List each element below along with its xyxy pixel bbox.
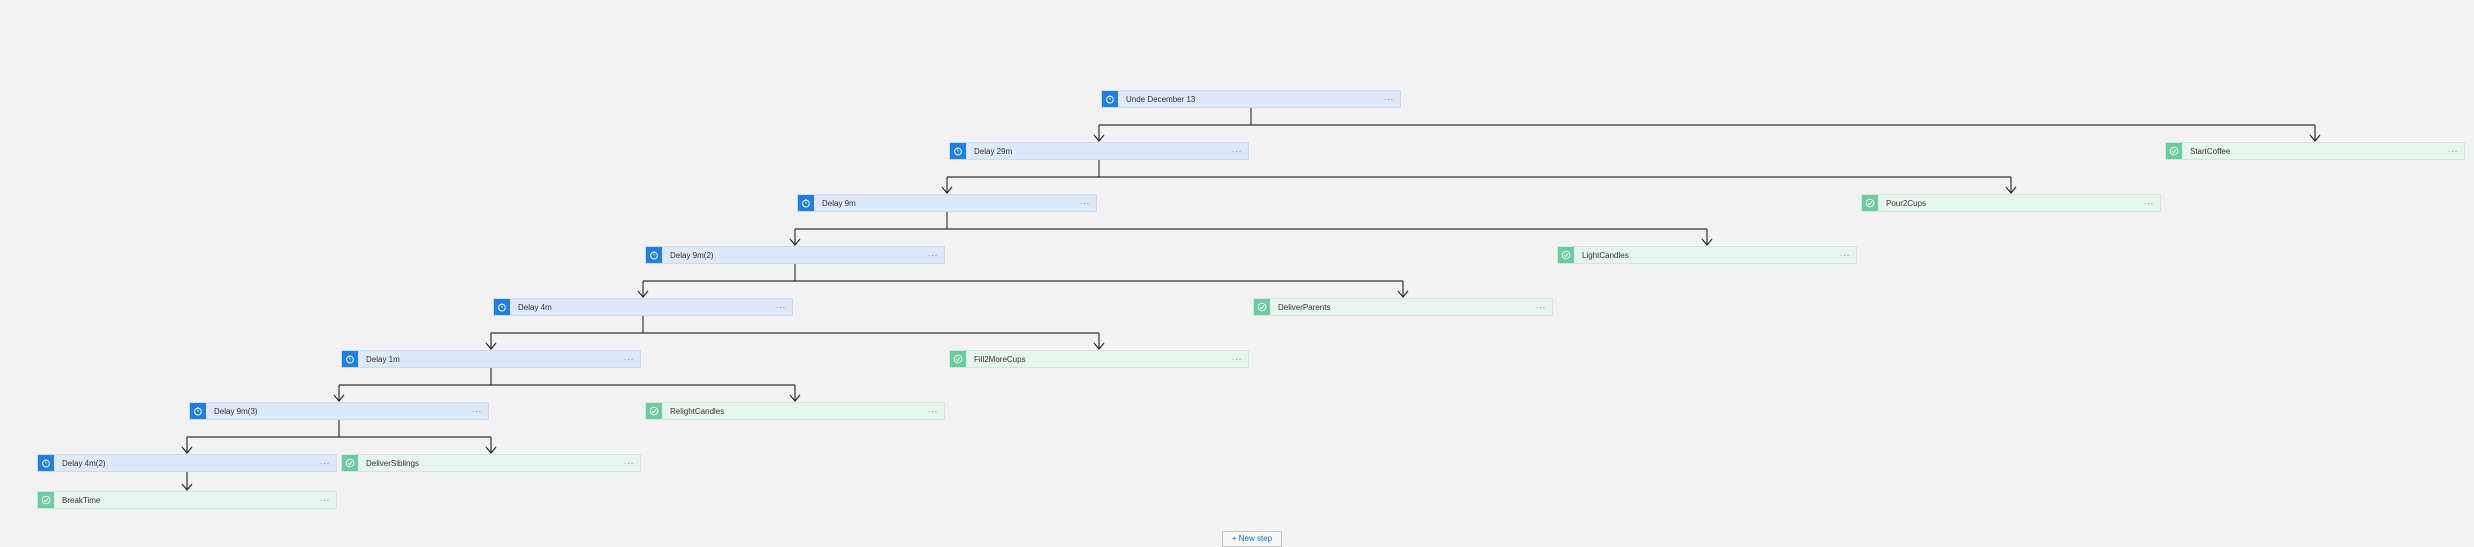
step-label: Fill2MoreCups: [974, 354, 1026, 364]
arrow-icon: [485, 342, 497, 351]
more-options-icon[interactable]: ···: [2447, 146, 2458, 156]
action-step-card[interactable]: RelightCandles ···: [645, 402, 945, 420]
more-options-icon[interactable]: ···: [775, 302, 786, 312]
arrow-icon: [333, 394, 345, 403]
more-options-icon[interactable]: ···: [2143, 198, 2154, 208]
action-step-card[interactable]: DeliverSiblings ···: [341, 454, 641, 472]
action-icon: [1254, 299, 1270, 315]
delay-step-card[interactable]: Delay 9m ···: [797, 194, 1097, 212]
step-label: Delay 4m: [518, 302, 552, 312]
step-label: LightCandles: [1582, 250, 1629, 260]
action-icon: [342, 455, 358, 471]
action-step-card[interactable]: StartCoffee ···: [2165, 142, 2465, 160]
arrow-icon: [637, 290, 649, 299]
more-options-icon[interactable]: ···: [1079, 198, 1090, 208]
delay-step-card[interactable]: Delay 9m(2) ···: [645, 246, 945, 264]
step-label: Delay 29m: [974, 146, 1013, 156]
arrow-icon: [1093, 342, 1105, 351]
step-label: DeliverSiblings: [366, 458, 419, 468]
delay-step-card[interactable]: Delay 9m(3) ···: [189, 402, 489, 420]
stopwatch-icon: [646, 247, 662, 263]
step-label: DeliverParents: [1278, 302, 1331, 312]
action-step-card[interactable]: BreakTime ···: [37, 491, 337, 509]
delay-step-card[interactable]: Delay 4m(2) ···: [37, 454, 337, 472]
new-step-button[interactable]: + New step: [1222, 531, 1282, 547]
delay-step-card[interactable]: Delay 1m ···: [341, 350, 641, 368]
step-label: RelightCandles: [670, 406, 725, 416]
action-step-card[interactable]: Fill2MoreCups ···: [949, 350, 1249, 368]
arrow-icon: [485, 446, 497, 455]
action-step-card[interactable]: Pour2Cups ···: [1861, 194, 2161, 212]
step-label: Delay 9m: [822, 198, 856, 208]
stopwatch-icon: [342, 351, 358, 367]
more-options-icon[interactable]: ···: [1231, 354, 1242, 364]
action-step-card[interactable]: DeliverParents ···: [1253, 298, 1553, 316]
more-options-icon[interactable]: ···: [1383, 94, 1394, 104]
step-label: Delay 9m(2): [670, 250, 714, 260]
more-options-icon[interactable]: ···: [623, 354, 634, 364]
action-icon: [1862, 195, 1878, 211]
step-label: StartCoffee: [2190, 146, 2231, 156]
arrow-icon: [1701, 238, 1713, 247]
more-options-icon[interactable]: ···: [1231, 146, 1242, 156]
step-label: Pour2Cups: [1886, 198, 1927, 208]
step-label: Delay 9m(3): [214, 406, 258, 416]
action-icon: [38, 492, 54, 508]
arrow-icon: [789, 394, 801, 403]
arrow-icon: [789, 238, 801, 247]
arrow-icon: [941, 186, 953, 195]
step-label: Unde December 13: [1126, 94, 1196, 104]
action-icon: [2166, 143, 2182, 159]
delay-step-card[interactable]: Unde December 13 ···: [1101, 90, 1401, 108]
stopwatch-icon: [190, 403, 206, 419]
more-options-icon[interactable]: ···: [319, 458, 330, 468]
delay-step-card[interactable]: Delay 4m ···: [493, 298, 793, 316]
step-label: Delay 4m(2): [62, 458, 106, 468]
delay-step-card[interactable]: Delay 29m ···: [949, 142, 1249, 160]
more-options-icon[interactable]: ···: [319, 495, 330, 505]
stopwatch-icon: [950, 143, 966, 159]
action-icon: [950, 351, 966, 367]
more-options-icon[interactable]: ···: [1535, 302, 1546, 312]
more-options-icon[interactable]: ···: [623, 458, 634, 468]
arrow-icon: [181, 483, 193, 492]
step-label: BreakTime: [62, 495, 101, 505]
stopwatch-icon: [38, 455, 54, 471]
more-options-icon[interactable]: ···: [927, 406, 938, 416]
more-options-icon[interactable]: ···: [927, 250, 938, 260]
arrow-icon: [181, 446, 193, 455]
stopwatch-icon: [494, 299, 510, 315]
arrow-icon: [1093, 134, 1105, 143]
arrow-icon: [1397, 290, 1409, 299]
stopwatch-icon: [1102, 91, 1118, 107]
arrow-icon: [2005, 186, 2017, 195]
action-step-card[interactable]: LightCandles ···: [1557, 246, 1857, 264]
more-options-icon[interactable]: ···: [1839, 250, 1850, 260]
action-icon: [1558, 247, 1574, 263]
arrow-icon: [2309, 134, 2321, 143]
action-icon: [646, 403, 662, 419]
stopwatch-icon: [798, 195, 814, 211]
step-label: Delay 1m: [366, 354, 400, 364]
more-options-icon[interactable]: ···: [471, 406, 482, 416]
